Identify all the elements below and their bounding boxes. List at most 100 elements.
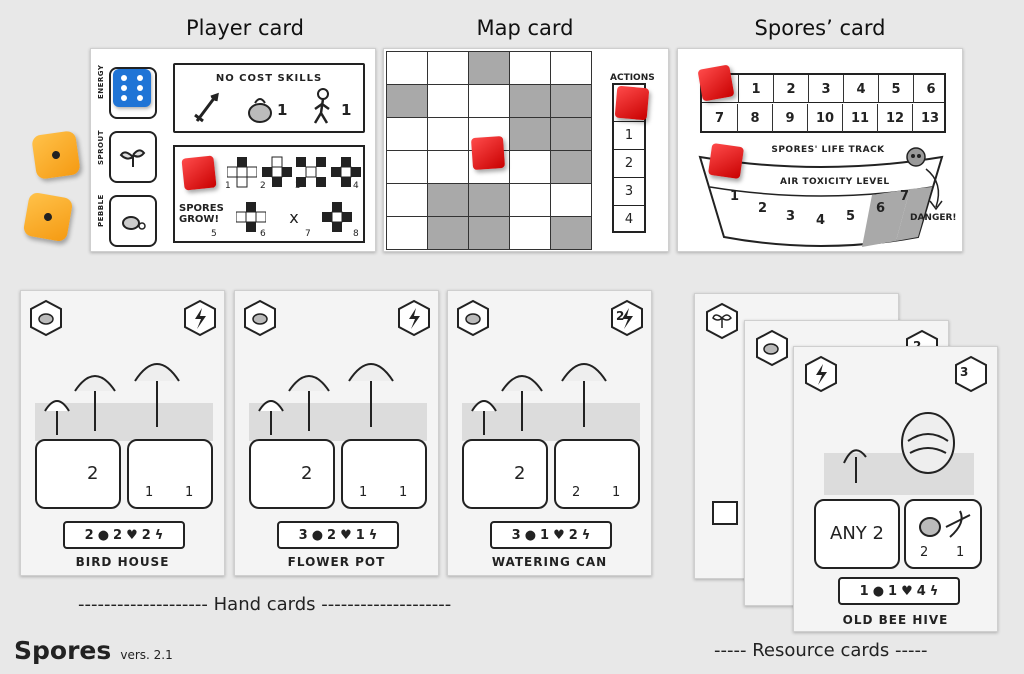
life-track-cell: 13 xyxy=(912,104,947,132)
sprout-icon: ♥ xyxy=(126,527,138,543)
map-tile[interactable] xyxy=(509,183,551,217)
air-level-number: 5 xyxy=(846,209,856,224)
right-stat-value: 1 xyxy=(359,485,368,500)
resource-hex-icon xyxy=(457,299,489,337)
red-cube[interactable] xyxy=(181,155,217,191)
map-tile[interactable] xyxy=(509,117,551,151)
right-stat-value: 1 xyxy=(399,485,408,500)
die-pips-icon xyxy=(121,75,143,101)
left-stat-value: 2 xyxy=(301,463,313,484)
track-row-1 xyxy=(702,75,944,103)
cross-pattern-icon xyxy=(321,202,352,232)
map-tile[interactable] xyxy=(550,150,592,184)
map-tile[interactable] xyxy=(550,51,592,85)
air-level-number: 1 xyxy=(730,189,740,204)
action-slot: 3 xyxy=(614,178,644,206)
map-tile[interactable] xyxy=(427,216,469,250)
cost-energy: 2 xyxy=(141,527,151,543)
pebble-icon: ● xyxy=(311,527,324,543)
arrow-icon xyxy=(925,168,943,211)
no-cost-skills-panel: NO COST SKILLS 1 1 xyxy=(173,63,365,133)
life-track-cell: 10 xyxy=(807,104,842,132)
hex-cost: 2 xyxy=(616,309,625,323)
map-tile[interactable] xyxy=(386,216,428,250)
grow-number: 5 xyxy=(211,229,217,239)
card-illustration xyxy=(249,363,427,441)
red-cube[interactable] xyxy=(470,135,506,171)
bag-skill-value: 1 xyxy=(277,101,288,119)
action-slot xyxy=(614,85,644,122)
red-cube[interactable] xyxy=(614,85,650,121)
cross-pattern-icon xyxy=(330,157,361,187)
red-cube[interactable] xyxy=(707,142,745,180)
map-tile[interactable] xyxy=(550,183,592,217)
map-card[interactable]: ACTIONS 1 2 3 4 xyxy=(383,48,669,252)
seed-bag-icon xyxy=(248,98,272,123)
air-toxicity-arc xyxy=(698,155,944,247)
map-tile[interactable] xyxy=(468,216,510,250)
map-tile[interactable] xyxy=(509,84,551,118)
map-tile[interactable] xyxy=(386,183,428,217)
card-illustration xyxy=(462,363,640,441)
cost-energy: 1 xyxy=(355,527,365,543)
right-stat-box: 2 1 xyxy=(554,439,640,509)
map-tile[interactable] xyxy=(509,150,551,184)
cost-sprout: 1 xyxy=(540,527,550,543)
map-tile[interactable] xyxy=(386,51,428,85)
map-tile[interactable] xyxy=(468,84,510,118)
pebble-hex-icon xyxy=(756,329,788,367)
map-tile[interactable] xyxy=(386,117,428,151)
right-stat-value: 1 xyxy=(185,485,194,500)
danger-label: DANGER! xyxy=(910,213,957,223)
sprout-hex-icon xyxy=(706,302,738,340)
map-tile[interactable] xyxy=(550,117,592,151)
map-tile[interactable] xyxy=(550,84,592,118)
stump-icon xyxy=(712,501,738,525)
grow-number: 2 xyxy=(260,181,266,191)
map-tile[interactable] xyxy=(386,150,428,184)
pebble-icon: ● xyxy=(524,527,537,543)
energy-label: ENERGY xyxy=(97,64,105,99)
action-slot: 1 xyxy=(614,122,644,150)
map-tile[interactable] xyxy=(509,216,551,250)
map-tile[interactable] xyxy=(550,216,592,250)
pebble-label: PEBBLE xyxy=(97,194,105,227)
harvest-value: 2 xyxy=(920,545,929,560)
walker-icon xyxy=(313,88,330,124)
right-stat-value: 2 xyxy=(572,485,581,500)
sprout-icon: ♥ xyxy=(553,527,565,543)
red-cube[interactable] xyxy=(697,64,735,102)
map-tile[interactable] xyxy=(509,51,551,85)
map-card-title: Map card xyxy=(476,16,574,40)
map-tile[interactable] xyxy=(386,84,428,118)
map-tile[interactable] xyxy=(427,150,469,184)
actions-label: ACTIONS xyxy=(610,73,655,83)
hex-cost: 3 xyxy=(960,365,969,379)
player-card[interactable]: ENERGY SPROUT PEBBLE NO COST SKILLS 1 1 … xyxy=(90,48,376,252)
move-skill-value: 1 xyxy=(341,101,352,119)
grow-number: 8 xyxy=(353,229,359,239)
blue-die[interactable] xyxy=(113,69,151,107)
map-tile[interactable] xyxy=(427,84,469,118)
map-tile[interactable] xyxy=(468,51,510,85)
cost-pebble: 3 xyxy=(298,527,308,543)
no-cost-skills-title: NO COST SKILLS xyxy=(215,73,323,84)
skull-icon xyxy=(906,147,926,167)
map-tile[interactable] xyxy=(468,183,510,217)
life-track-cell: 12 xyxy=(877,104,912,132)
energy-hex-icon xyxy=(955,355,987,393)
map-tile[interactable] xyxy=(427,51,469,85)
map-tile[interactable] xyxy=(427,183,469,217)
spores-grow-panel: SPORES GROW! x 1 2 3 4 5 6 7 8 xyxy=(173,145,365,243)
orange-die[interactable] xyxy=(31,130,81,180)
energy-hex-icon xyxy=(611,299,643,337)
orange-die[interactable] xyxy=(22,191,74,243)
map-tile[interactable] xyxy=(427,117,469,151)
